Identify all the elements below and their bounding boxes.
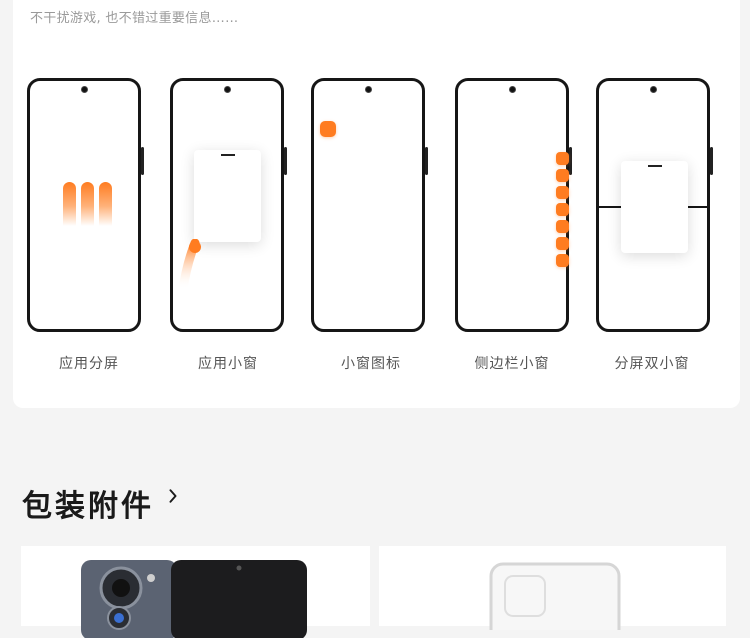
side-button bbox=[284, 147, 287, 175]
phone-dual-window bbox=[596, 78, 713, 332]
phone-split-screen bbox=[27, 78, 144, 332]
chevron-right-icon[interactable] bbox=[166, 489, 180, 503]
floating-window bbox=[194, 150, 261, 242]
accessory-card-phone[interactable] bbox=[21, 546, 370, 638]
sidebar-app-icon bbox=[556, 237, 569, 250]
sidebar-app-icon bbox=[556, 169, 569, 182]
camera-dot bbox=[224, 86, 231, 93]
sidebar-app-icon bbox=[556, 254, 569, 267]
intro-text: 不干扰游戏, 也不错过重要信息…… bbox=[30, 11, 239, 26]
camera-dot bbox=[650, 86, 657, 93]
camera-dot bbox=[509, 86, 516, 93]
split-bar-icon bbox=[63, 182, 76, 226]
side-button bbox=[569, 147, 572, 175]
camera-dot bbox=[365, 86, 372, 93]
phone-window-icon bbox=[311, 78, 428, 332]
window-handle bbox=[220, 154, 235, 156]
mode-label-window-icon: 小窗图标 bbox=[341, 356, 401, 372]
mode-label-app-window: 应用小窗 bbox=[198, 356, 258, 372]
split-bar-icon bbox=[99, 182, 112, 226]
sidebar-app-icon bbox=[556, 186, 569, 199]
mode-label-split-screen: 应用分屏 bbox=[59, 356, 119, 372]
split-bar-icon bbox=[81, 182, 94, 226]
floating-window bbox=[621, 161, 688, 253]
mode-label-sidebar-window: 侧边栏小窗 bbox=[474, 356, 550, 372]
sidebar-app-icon bbox=[556, 203, 569, 216]
mode-label-dual-window: 分屏双小窗 bbox=[614, 356, 690, 372]
sidebar-app-icon bbox=[556, 152, 569, 165]
swipe-gesture-icon bbox=[178, 239, 201, 293]
folded-phone-image bbox=[81, 560, 307, 638]
side-button bbox=[141, 147, 144, 175]
side-button bbox=[425, 147, 428, 175]
clear-case-image bbox=[489, 562, 621, 630]
sidebar-app-icon bbox=[556, 220, 569, 233]
accessory-card-case[interactable] bbox=[379, 546, 726, 630]
window-handle bbox=[647, 165, 662, 167]
mini-window-icon bbox=[320, 121, 336, 137]
accessories-title[interactable]: 包装附件 bbox=[22, 489, 154, 524]
side-button bbox=[710, 147, 713, 175]
camera-dot bbox=[81, 86, 88, 93]
phone-sidebar-window bbox=[455, 78, 572, 332]
phone-app-window bbox=[170, 78, 287, 332]
